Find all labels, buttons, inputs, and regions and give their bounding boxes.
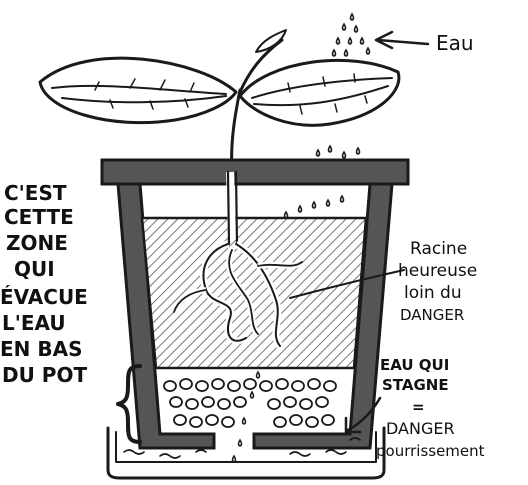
- svg-text:CETTE: CETTE: [4, 205, 74, 229]
- pot: [102, 160, 408, 448]
- svg-text:heureuse: heureuse: [398, 261, 477, 281]
- svg-text:=: =: [412, 398, 425, 416]
- gravel-icon: [164, 379, 336, 427]
- svg-text:L'EAU: L'EAU: [2, 311, 66, 335]
- svg-text:STAGNE: STAGNE: [382, 376, 449, 394]
- svg-text:DANGER: DANGER: [386, 419, 455, 438]
- svg-text:EN BAS: EN BAS: [0, 337, 83, 361]
- svg-text:DU POT: DU POT: [2, 363, 87, 387]
- arrow-icon: [376, 32, 428, 48]
- svg-text:QUI: QUI: [14, 257, 55, 281]
- svg-text:loin du: loin du: [404, 283, 462, 303]
- left-zone-label: C'EST CETTE ZONE QUI ÉVACUE L'EAU EN BAS…: [0, 181, 88, 387]
- svg-text:C'EST: C'EST: [4, 181, 67, 205]
- svg-text:Racine: Racine: [410, 239, 467, 259]
- stagnant-water-label: EAU QUI STAGNE = DANGER pourrissement: [376, 356, 485, 460]
- svg-text:pourrissement: pourrissement: [376, 442, 485, 460]
- svg-text:ZONE: ZONE: [6, 231, 68, 255]
- svg-text:DANGER: DANGER: [400, 306, 464, 324]
- svg-text:ÉVACUE: ÉVACUE: [0, 285, 88, 309]
- root-label: Racine heureuse loin du DANGER: [398, 239, 477, 324]
- svg-text:EAU QUI: EAU QUI: [380, 356, 449, 374]
- water-label: Eau: [436, 31, 474, 55]
